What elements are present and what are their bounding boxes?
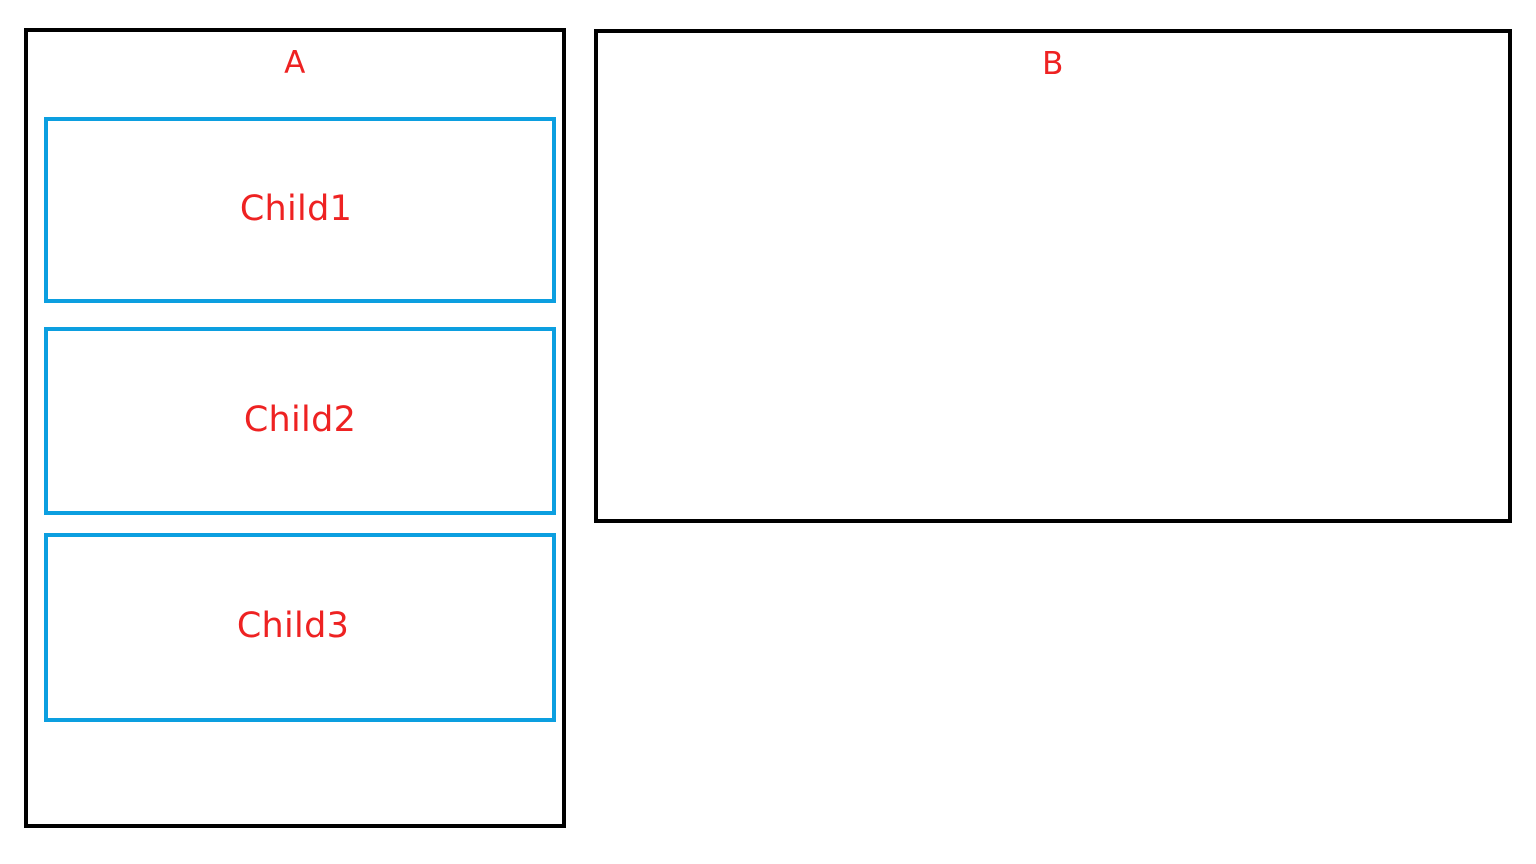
child-box-3-label: Child3 <box>236 606 350 646</box>
panel-b-title: B <box>1042 46 1064 82</box>
panel-a-title: A <box>284 45 306 81</box>
child-box-3[interactable]: Child3 <box>44 533 556 722</box>
child-box-1-label: Child1 <box>239 188 353 229</box>
child-box-1[interactable]: Child1 <box>44 117 556 303</box>
child-box-2-label: Child2 <box>243 399 357 440</box>
panel-a[interactable]: A Child1 Child2 Child3 <box>24 28 566 828</box>
panel-b[interactable]: B <box>594 29 1512 523</box>
child-box-2[interactable]: Child2 <box>44 327 556 515</box>
